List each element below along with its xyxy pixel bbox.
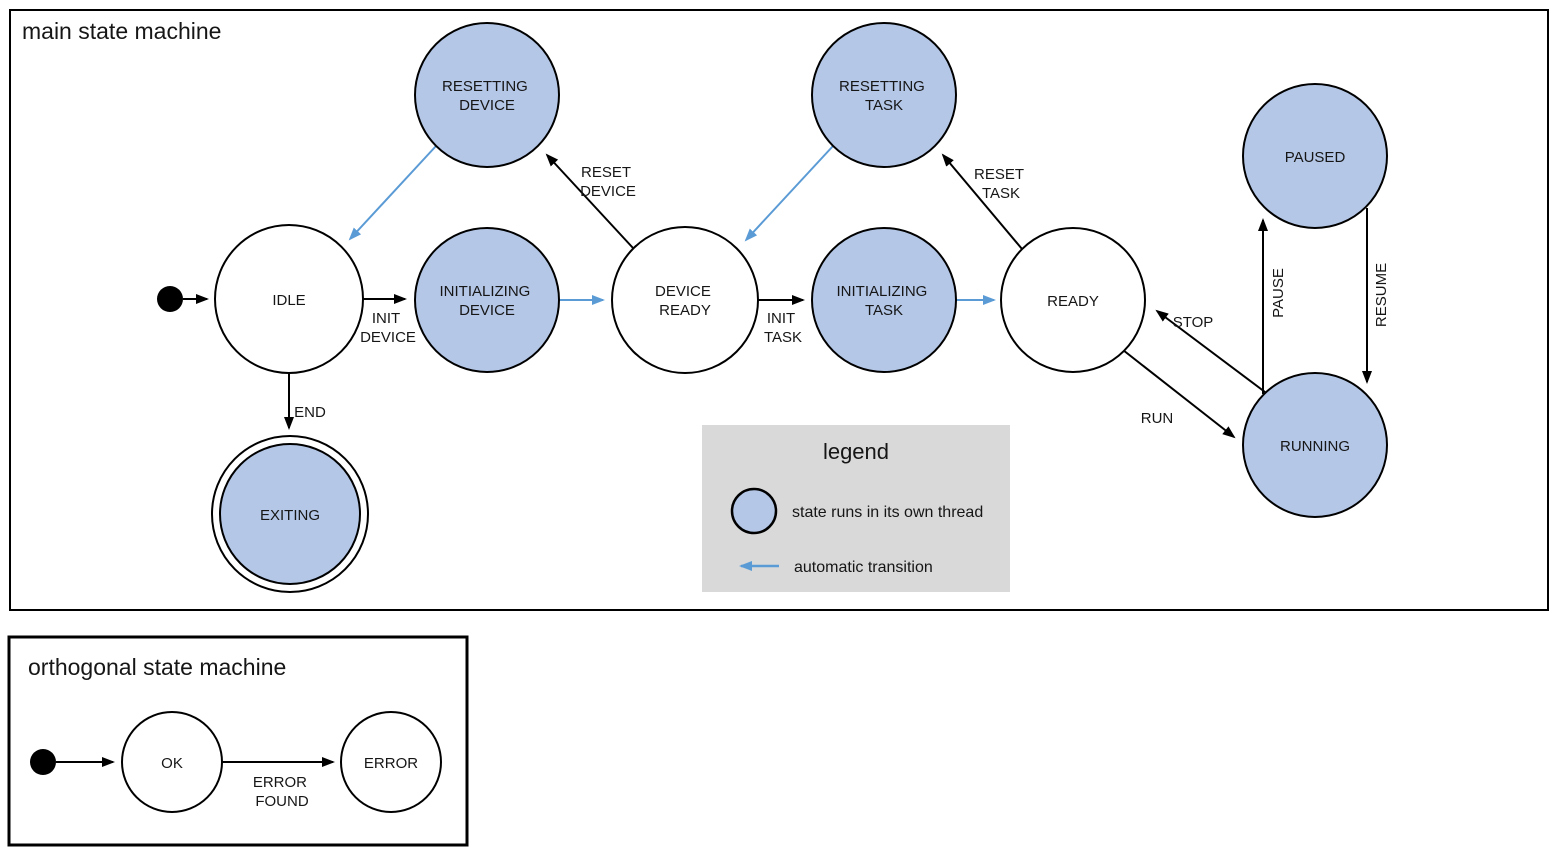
transition-label-line: INIT (767, 310, 795, 327)
transition-label-pause: PAUSE (1270, 268, 1287, 318)
transition-label-reset-task: RESET TASK (974, 166, 1028, 202)
transition-ready-to-resetting-task (941, 153, 1023, 250)
state-label-line: DEVICE (655, 283, 711, 300)
state-idle-label: IDLE (272, 292, 305, 309)
transition-label-init-task: INIT TASK (764, 310, 802, 346)
transition-label-line: INIT (372, 310, 400, 327)
transition-label-init-device: INIT DEVICE (360, 310, 416, 346)
legend-threaded-state-label: state runs in its own thread (792, 504, 983, 521)
auto-transition-resetting-device-to-idle (348, 145, 437, 241)
state-resetting-device-label: RESETTING DEVICE (442, 78, 532, 114)
transition-label-stop: STOP (1173, 314, 1214, 331)
state-initializing-device-label: INITIALIZING DEVICE (439, 283, 534, 319)
state-error (340, 711, 442, 813)
state-exiting-label: EXITING (260, 507, 320, 524)
state-running (1242, 372, 1388, 518)
state-label-line: DEVICE (459, 302, 515, 319)
state-label-line: INITIALIZING (836, 283, 927, 300)
legend-auto-transition-label: automatic transition (794, 559, 933, 576)
transition-label-line: RESET (974, 166, 1024, 183)
state-device-ready-label: DEVICE READY (655, 283, 715, 319)
transition-label-line: DEVICE (580, 183, 636, 200)
state-running-label: RUNNING (1280, 438, 1350, 455)
state-ok-label: OK (161, 755, 183, 772)
initial-state-dot (157, 286, 183, 312)
state-device-ready (611, 226, 759, 374)
transition-label-line: ERROR (253, 774, 307, 791)
state-resetting-device (414, 22, 560, 168)
state-paused (1242, 83, 1388, 229)
transition-ready-to-running (1122, 349, 1236, 439)
auto-transition-resetting-task-to-device-ready (744, 145, 834, 242)
state-resetting-task-label: RESETTING TASK (839, 78, 929, 114)
legend-threaded-state-icon (730, 487, 778, 535)
transition-device-ready-to-resetting-device (545, 153, 634, 249)
state-label-line: RESETTING (442, 78, 528, 95)
orthogonal-initial-state-dot (30, 749, 56, 775)
transition-label-end: END (294, 404, 326, 421)
transition-label-reset-device: RESET DEVICE (580, 164, 636, 200)
state-resetting-task (811, 22, 957, 168)
state-label-line: TASK (865, 302, 903, 319)
state-label-line: DEVICE (459, 97, 515, 114)
state-ready-label: READY (1047, 293, 1099, 310)
transition-label-error-found: ERROR FOUND (253, 774, 311, 810)
state-label-line: READY (659, 302, 711, 319)
transition-label-line: TASK (982, 185, 1020, 202)
transition-running-to-ready (1155, 309, 1266, 393)
state-idle (214, 224, 364, 374)
main-machine-title: main state machine (22, 18, 221, 44)
legend-title: legend (823, 439, 889, 464)
state-exiting (219, 443, 361, 585)
transition-label-line: DEVICE (360, 329, 416, 346)
orthogonal-machine-title: orthogonal state machine (28, 654, 286, 680)
state-ready (1000, 227, 1146, 373)
state-initializing-task (811, 227, 957, 373)
transition-label-line: RESET (581, 164, 631, 181)
transition-label-line: FOUND (255, 793, 308, 810)
state-label-line: TASK (865, 97, 903, 114)
state-error-label: ERROR (364, 755, 418, 772)
state-ok (121, 711, 223, 813)
state-initializing-device (414, 227, 560, 373)
state-initializing-task-label: INITIALIZING TASK (836, 283, 931, 319)
transition-label-line: TASK (764, 329, 802, 346)
state-label-line: INITIALIZING (439, 283, 530, 300)
transition-label-run: RUN (1141, 410, 1174, 427)
state-paused-label: PAUSED (1285, 149, 1346, 166)
transition-label-resume: RESUME (1373, 263, 1390, 327)
state-label-line: RESETTING (839, 78, 925, 95)
